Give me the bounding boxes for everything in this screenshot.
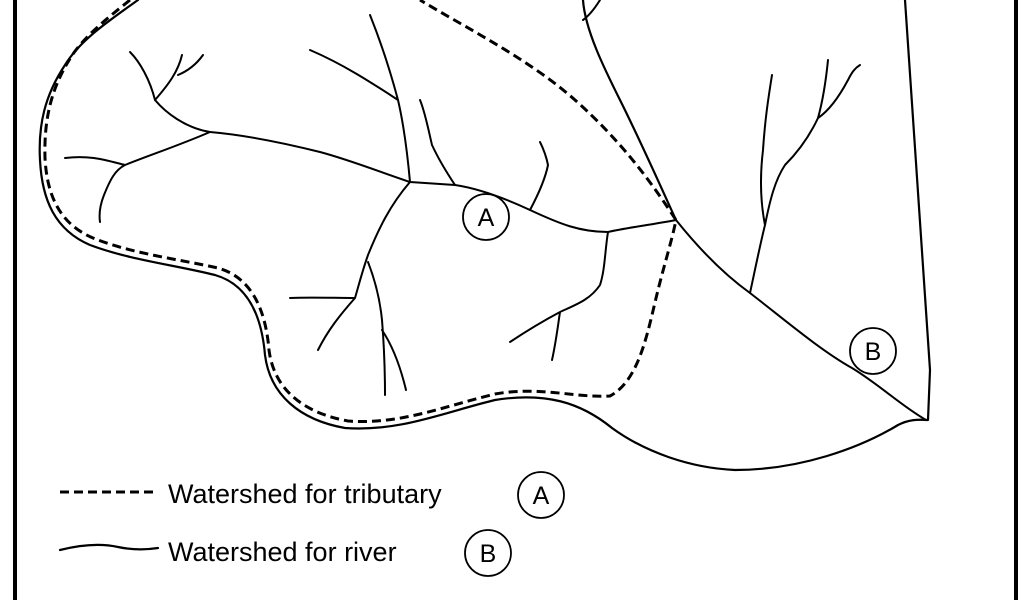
legend-tributary-marker-label: A	[533, 482, 550, 510]
ridge-line	[581, 0, 678, 222]
branch-north-2	[419, 99, 456, 186]
point-a-label: A	[478, 204, 495, 232]
legend-item-river: Watershed for river B	[58, 529, 512, 577]
branch-left-west	[64, 131, 211, 223]
point-a-circle	[462, 193, 510, 241]
legend-item-tributary: Watershed for tributary A	[60, 471, 565, 519]
tributary-a-channel	[154, 99, 677, 233]
legend-tributary-circle	[517, 471, 565, 519]
legend-river-circle	[464, 529, 512, 577]
branch-south-1	[289, 181, 411, 396]
branch-south-2	[509, 231, 609, 361]
point-b-label: B	[865, 338, 882, 366]
point-b-marker: B	[849, 327, 897, 375]
branch-north-3	[529, 141, 549, 211]
legend-river-marker-label: B	[480, 540, 497, 568]
river-watershed-boundary	[38, 0, 932, 472]
point-a-marker: A	[462, 193, 510, 241]
branch-north-1	[309, 14, 411, 183]
branch-east-1	[749, 59, 861, 294]
legend-tributary-text: Watershed for tributary	[168, 479, 442, 509]
branch-upper-left	[129, 51, 204, 101]
main-river	[675, 219, 927, 421]
legend-river-text: Watershed for river	[168, 537, 397, 567]
legend-solid-line-sample	[58, 543, 160, 552]
tributary-watershed-boundary	[43, 0, 678, 424]
point-b-circle	[849, 327, 897, 375]
branch-top-right	[582, 0, 601, 21]
legend: Watershed for tributary A Watershed for …	[58, 471, 565, 577]
